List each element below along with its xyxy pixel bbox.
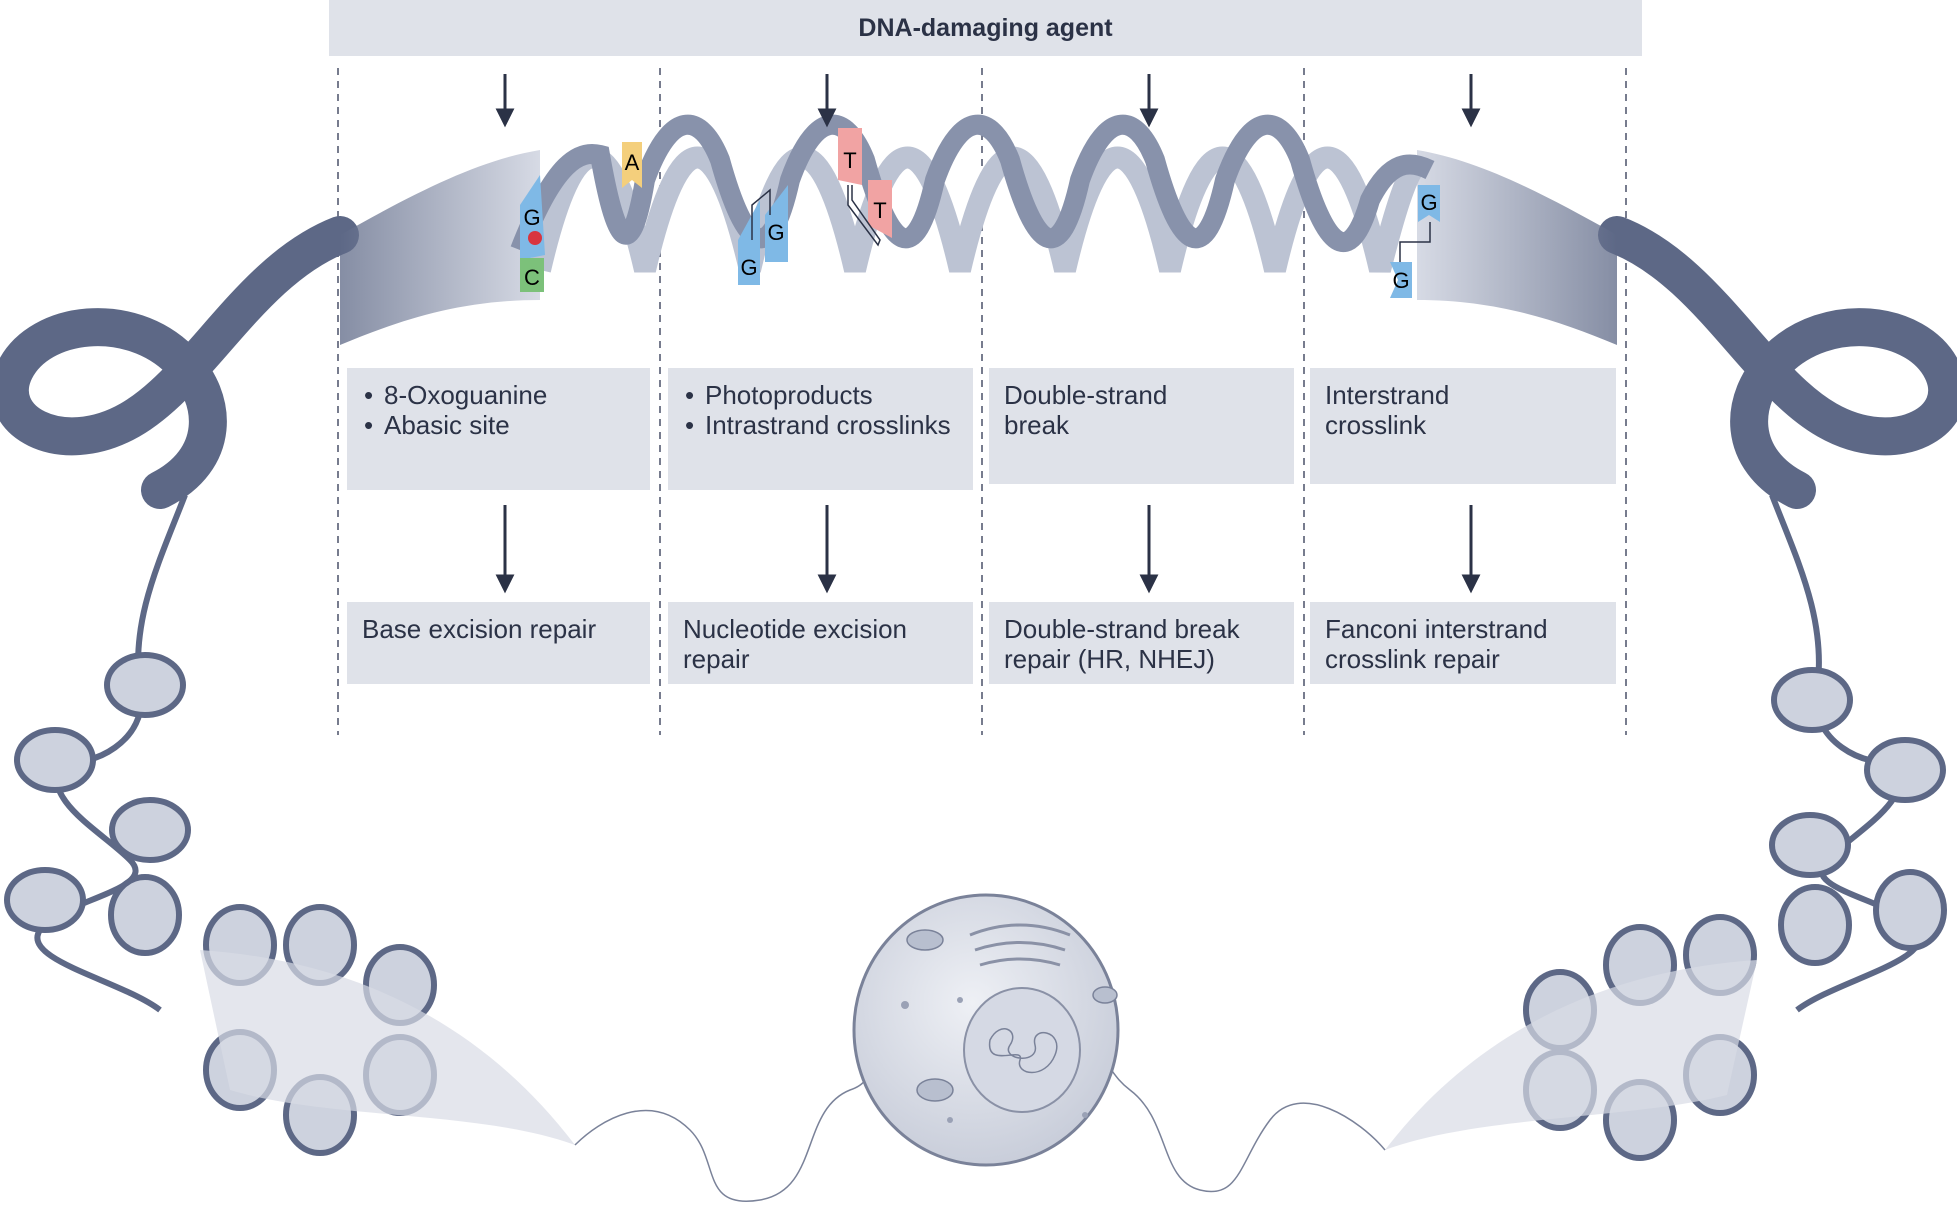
base-abasic-a: A <box>625 150 640 175</box>
agent-arrows <box>495 74 1481 128</box>
repair-pathway-label: Fanconi interstrand crosslink repair <box>1325 614 1548 674</box>
lesion-bases: G C A G G T T G G <box>520 128 1440 298</box>
base-intra-g2: G <box>767 220 784 245</box>
repair-pathway-label: Double-strand break repair (HR, NHEJ) <box>1004 614 1240 674</box>
base-inter-g2: G <box>1392 268 1409 293</box>
repair-pathway-label: Nucleotide excision repair <box>683 614 908 674</box>
damage-list: Photoproducts Intrastrand crosslinks <box>683 380 958 440</box>
cell-illustration <box>852 893 1120 1167</box>
damage-text: Double-strand break <box>1004 380 1168 440</box>
repair-box-ber: Base excision repair <box>347 602 650 684</box>
damage-item: Abasic site <box>362 410 635 440</box>
base-photo-t2: T <box>873 198 886 223</box>
repair-arrows <box>495 505 1481 594</box>
damage-box-double-strand-break: Double-strand break <box>989 368 1294 484</box>
base-oxo-g: G <box>523 205 540 230</box>
damage-item: 8-Oxoguanine <box>362 380 635 410</box>
dna-damaging-agent-header: DNA-damaging agent <box>329 0 1642 56</box>
chromatin-cone-left <box>200 950 575 1145</box>
dna-helix <box>510 114 1435 273</box>
header-title: DNA-damaging agent <box>858 13 1113 42</box>
chromatin-right <box>1417 150 1957 1013</box>
repair-box-fanconi: Fanconi interstrand crosslink repair <box>1310 602 1616 684</box>
damage-box-bulky-lesions: Photoproducts Intrastrand crosslinks <box>668 368 973 490</box>
repair-box-dsbr: Double-strand break repair (HR, NHEJ) <box>989 602 1294 684</box>
damage-list: 8-Oxoguanine Abasic site <box>362 380 635 440</box>
chromatin-cone-right <box>1385 960 1757 1150</box>
thin-fibers <box>574 1049 1386 1203</box>
damage-box-interstrand-crosslink: Interstrand crosslink <box>1310 368 1616 484</box>
chromatin-left <box>0 150 540 1013</box>
base-oxo-c: C <box>524 265 540 290</box>
base-intra-g1: G <box>740 255 757 280</box>
repair-pathway-label: Base excision repair <box>362 614 597 644</box>
damage-text: Interstrand crosslink <box>1325 380 1450 440</box>
base-inter-g1: G <box>1420 190 1437 215</box>
damage-item: Intrastrand crosslinks <box>683 410 958 440</box>
oxidation-lesion-dot <box>528 231 542 245</box>
repair-box-ner: Nucleotide excision repair <box>668 602 973 684</box>
base-photo-t1: T <box>843 148 856 173</box>
damage-box-base-lesions: 8-Oxoguanine Abasic site <box>347 368 650 490</box>
damage-item: Photoproducts <box>683 380 958 410</box>
